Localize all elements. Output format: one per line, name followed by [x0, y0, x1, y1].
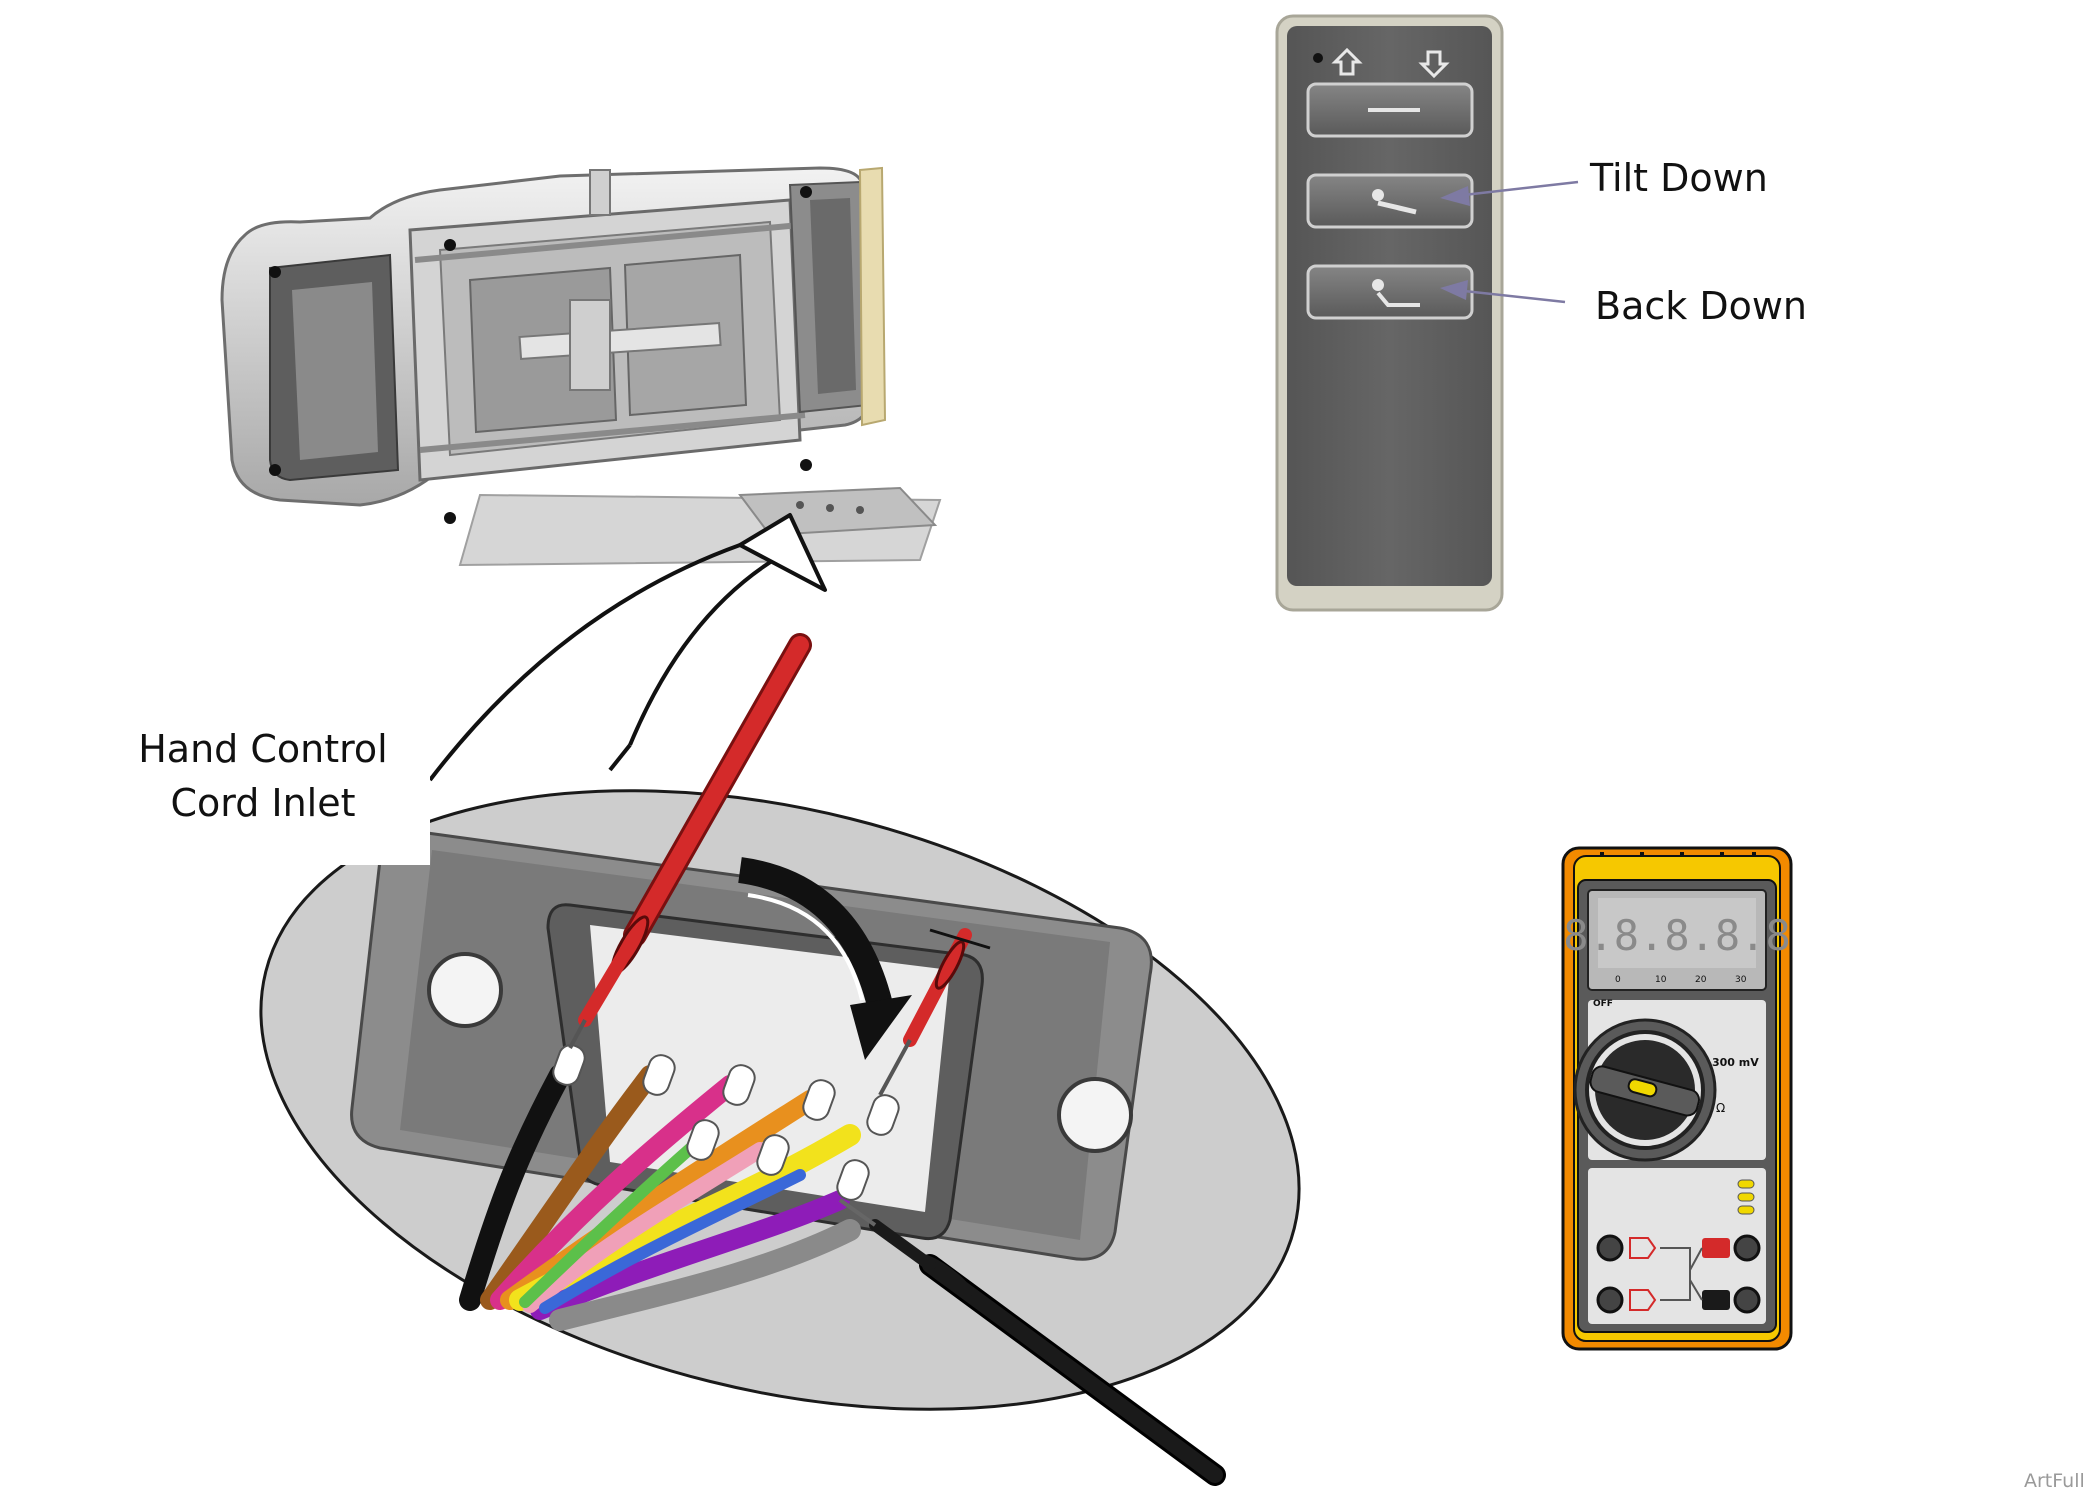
red-test-probe [568, 633, 812, 1049]
tilt-down-label: Tilt Down [1590, 156, 1768, 200]
meter-scale-30: 30 [1735, 975, 1747, 985]
jack-a [1596, 1234, 1624, 1262]
rotation-arrow [738, 857, 912, 1060]
multimeter [1561, 846, 1793, 1351]
hand-control-cord-inlet-label: Hand Control Cord Inlet [118, 722, 408, 830]
indicator-light-icon [1313, 53, 1323, 63]
connector-pins [552, 1044, 900, 1201]
black-test-probe [838, 1198, 1226, 1486]
jack-com [1733, 1286, 1761, 1314]
zoom-pointer-arrow [428, 513, 827, 782]
zoom-callout-oval [259, 789, 1301, 1411]
meter-ohm-label: Ω [1716, 1101, 1725, 1115]
meter-off-label: OFF [1593, 999, 1613, 1009]
red-test-probe-tip [878, 928, 991, 1096]
meter-scale-0: 0 [1615, 975, 1621, 985]
pendant-button-tilt-down [1306, 173, 1474, 229]
chair-base-illustration [220, 166, 942, 567]
pendant-button-back-down [1306, 264, 1474, 320]
hand-control-label-box [100, 700, 430, 865]
hand-control-label-line2: Cord Inlet [170, 781, 356, 825]
jack-v [1733, 1234, 1761, 1262]
arrow-down-icon [1418, 50, 1450, 79]
meter-300mv-label: 300 mV [1712, 1056, 1759, 1069]
jack-ma [1596, 1286, 1624, 1314]
back-down-label: Back Down [1595, 284, 1808, 328]
hand-control-label-line1: Hand Control [138, 727, 388, 771]
meter-scale-10: 10 [1655, 975, 1667, 985]
meter-scale-20: 20 [1695, 975, 1707, 985]
hand-pendant [1275, 14, 1504, 612]
meter-display-digits: 8.8.8.8.8 [1563, 911, 1791, 960]
label-pointer-lines [1440, 180, 1579, 304]
credit-watermark: ArtFull [2024, 1470, 2085, 1492]
pendant-button-flat [1306, 82, 1474, 138]
connector-wires [459, 1064, 861, 1331]
back-recline-icon [1376, 291, 1420, 307]
tilt-recline-icon [1377, 200, 1417, 215]
arrow-up-icon [1331, 47, 1363, 76]
